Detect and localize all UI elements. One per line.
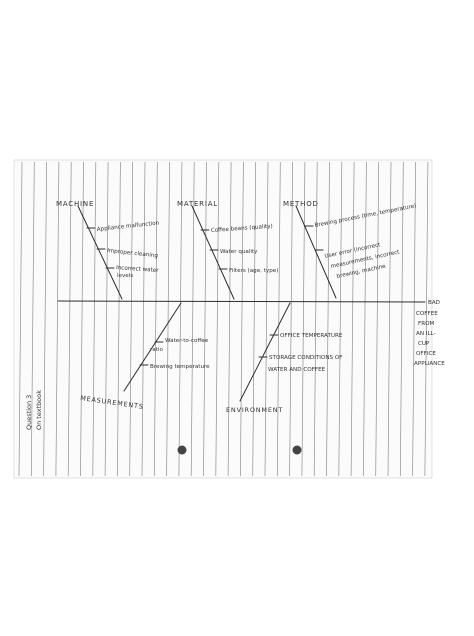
machine-bone (77, 205, 123, 300)
ruled-line (264, 161, 269, 477)
ruled-line (166, 161, 170, 477)
ruled-line (153, 161, 158, 477)
ruled-line (289, 161, 293, 477)
effect-line-2: COFFEE (416, 311, 438, 317)
method-bone (295, 205, 337, 299)
ruled-line (252, 161, 257, 477)
effect-line-1: BAD (428, 300, 440, 306)
material-label: MATERIAL (177, 200, 218, 208)
ruled-line (67, 161, 72, 477)
machine-label: MACHINE (56, 200, 94, 208)
ruled-line (178, 161, 183, 477)
measurements-cause-1-cont: ratio (150, 347, 163, 353)
effect-line-6: OFFICE (416, 351, 436, 357)
environment-cause-2: STORAGE CONDITIONS OF (269, 355, 342, 361)
ruled-line (104, 161, 109, 477)
ruled-line (276, 161, 281, 477)
effect-text: BAD COFFEE FROM AN ILL- CUP OFFICE APPLI… (414, 300, 445, 367)
machine-cause-3: Incorrect water (116, 265, 160, 274)
environment-cause-2-cont: WATER AND COFFEE (268, 367, 326, 373)
ruled-line (55, 161, 60, 477)
method-label: METHOD (283, 200, 319, 208)
effect-line-4: AN ILL- (416, 331, 436, 337)
environment-cause-1: OFFICE TEMPERATURE (280, 333, 343, 339)
machine-cause-2: Improper cleaning (107, 248, 159, 259)
material-bone (191, 205, 235, 300)
effect-line-5: CUP (418, 341, 430, 347)
ruled-line (399, 161, 404, 477)
material-cause-2: Water quality (220, 249, 258, 255)
ruled-line (350, 161, 355, 477)
hole-punch-right (292, 445, 302, 455)
side-note-line-1: Question 3 (25, 395, 33, 430)
ruled-line (326, 161, 330, 477)
measurements-bone (123, 302, 182, 392)
ruled-line (30, 161, 35, 477)
measurements-cause-1: Water-to-coffee (165, 338, 209, 344)
ruled-line (387, 161, 392, 477)
ruled-line (375, 161, 380, 477)
environment-bone (239, 302, 291, 402)
ruled-line (203, 161, 207, 477)
ruled-lines (18, 161, 429, 477)
ruled-line (117, 161, 121, 477)
ruled-line (215, 161, 220, 477)
ruled-line (141, 161, 146, 477)
measurements-cause-2: Brewing temperature (150, 364, 210, 370)
ruled-line (190, 161, 195, 477)
ruled-line (92, 161, 97, 477)
hole-punch-left (177, 445, 187, 455)
environment-label: ENVIRONMENT (226, 406, 283, 414)
ruled-line (363, 161, 367, 477)
effect-line-3: FROM (418, 321, 435, 327)
ruled-line (129, 161, 134, 477)
ruled-line (227, 161, 232, 477)
ruled-line (80, 161, 84, 477)
ruled-line (240, 161, 244, 477)
material-cause-3: Filters (age, type) (229, 268, 278, 274)
fishbone-spine (57, 300, 426, 303)
notebook-paper (13, 159, 433, 479)
side-note-line-2: On textbook (35, 390, 43, 430)
ruled-line (424, 161, 429, 477)
material-cause-1: Coffee beans (quality) (211, 224, 273, 234)
ruled-line (18, 161, 23, 477)
ruled-line (338, 161, 343, 477)
ruled-line (412, 161, 416, 477)
side-note: Question 3 On textbook (25, 390, 43, 430)
effect-line-7: APPLIANCE (414, 361, 445, 367)
ruled-line (43, 161, 47, 477)
ruled-line (313, 161, 318, 477)
ruled-line (301, 161, 306, 477)
machine-cause-3-cont: levels (117, 273, 133, 279)
